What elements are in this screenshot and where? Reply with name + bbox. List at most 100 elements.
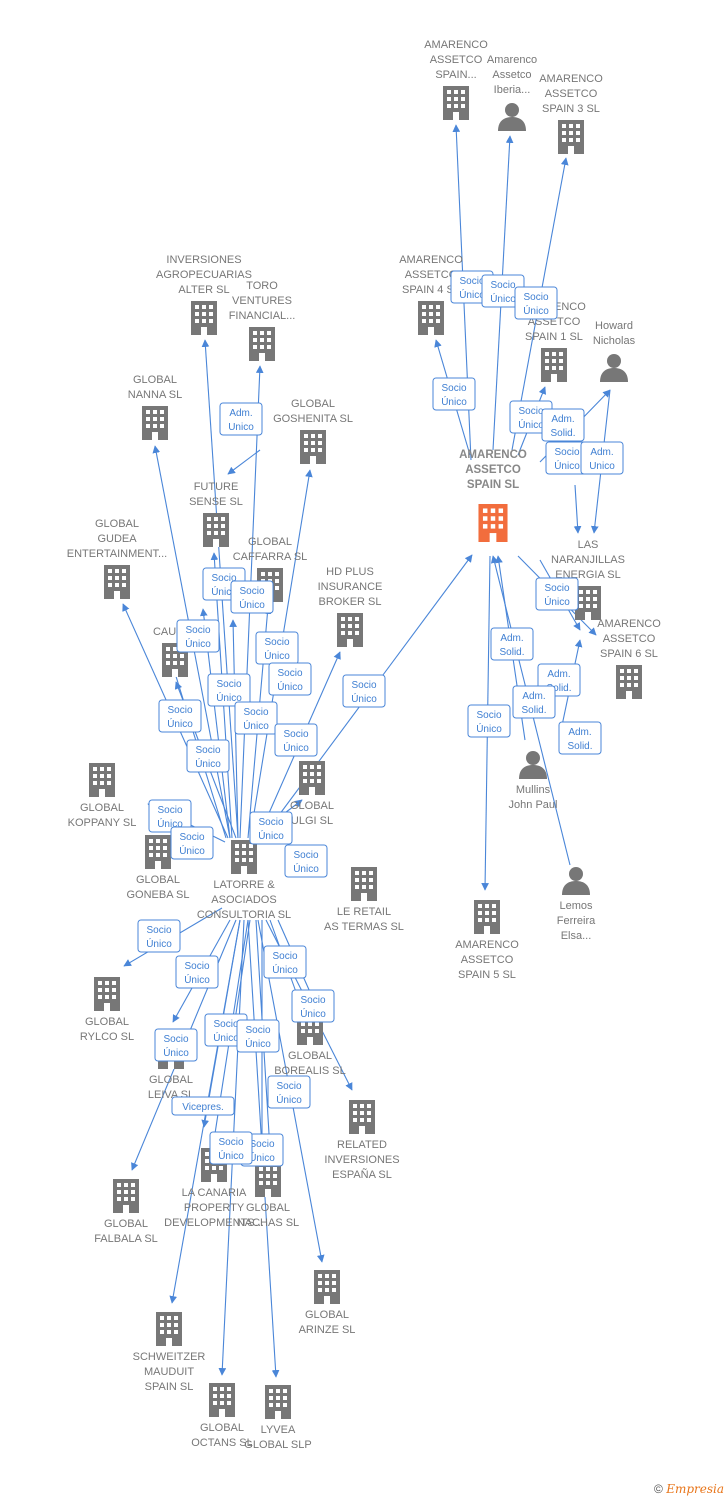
relation-edge (573, 484, 582, 534)
badge-text: Único (300, 1007, 326, 1020)
building-icon (113, 1179, 139, 1213)
badge-text: Adm. (522, 691, 545, 702)
node-label: GLOBAL (246, 1202, 290, 1214)
badge-text: Socio (243, 707, 268, 718)
badge-text: Socio (441, 383, 466, 394)
badge-text: Único (146, 937, 172, 950)
badge-text: Único (293, 862, 319, 875)
node-toro[interactable]: TOROVENTURESFINANCIAL... (229, 280, 296, 361)
node-label: FINANCIAL... (229, 310, 296, 322)
node-label: GLOBAL (288, 1050, 332, 1062)
node-gudea[interactable]: GLOBALGUDEAENTERTAINMENT... (67, 518, 167, 599)
building-icon (203, 513, 229, 547)
building-icon (104, 565, 130, 599)
node-label: SPAIN... (435, 69, 476, 81)
node-falbala[interactable]: GLOBAL FALBALA SL (94, 1179, 158, 1245)
badge-text: Adm. (500, 633, 523, 644)
node-label: GLOBAL (291, 398, 335, 410)
node-label: NARANJILLAS (551, 554, 625, 566)
badge-text: Vicepres. (182, 1102, 224, 1113)
node-label: GLOBAL (104, 1218, 148, 1230)
badge-text: Único (490, 292, 516, 305)
building-icon (299, 761, 325, 795)
badge-text: Único (218, 1149, 244, 1162)
badge-text: Único (185, 637, 211, 650)
badge-text: Único (258, 829, 284, 842)
node-label: OCTANS SL (191, 1437, 253, 1449)
badge-text: Socio (300, 995, 325, 1006)
badge-text: Adm. (551, 414, 574, 425)
node-label: FUTURE (194, 481, 239, 493)
building-icon (231, 840, 257, 874)
person-icon (562, 867, 590, 895)
badge-text: Único (544, 595, 570, 608)
badge-text: Socio (157, 805, 182, 816)
node-label: GLOBAL (305, 1309, 349, 1321)
footer-brand[interactable]: © Empresia (654, 1482, 724, 1496)
badge-text: Socio (459, 276, 484, 287)
role-badge-adm: Adm.Solid. (512, 685, 556, 719)
badge-text: Único (554, 459, 580, 472)
node-label: LA CANARIA (182, 1187, 247, 1199)
relation-edge (227, 449, 261, 475)
node-lacanaria[interactable]: LA CANARIAPROPERTYDEVELOPMENTS... (164, 1148, 264, 1229)
node-label: SPAIN SL (145, 1381, 194, 1393)
node-label: Lemos (559, 900, 593, 912)
node-label: GLOBAL (149, 1074, 193, 1086)
node-lemos[interactable]: LemosFerreiraElsa... (557, 867, 596, 942)
badge-text: Único (441, 395, 467, 408)
node-label: INVERSIONES (324, 1154, 399, 1166)
badge-text: Solid. (499, 647, 524, 658)
node-a_spain_top[interactable]: AMARENCOASSETCOSPAIN... (424, 39, 488, 120)
building-icon (337, 613, 363, 647)
node-label: ULGI SL (291, 815, 333, 827)
node-label: GLOBAL SLP (244, 1439, 311, 1451)
node-label: FALBALA SL (94, 1233, 158, 1245)
badge-text: Único (163, 1046, 189, 1059)
badge-text: Socio (518, 406, 543, 417)
node-goshenita[interactable]: GLOBAL GOSHENITA SL (273, 398, 353, 464)
node-label: GOSHENITA SL (273, 413, 353, 425)
node-label: CONSULTORIA SL (197, 909, 291, 921)
copyright-icon: © (654, 1482, 663, 1496)
badge-text: Adm. (547, 669, 570, 680)
node-label: PROPERTY (184, 1202, 245, 1214)
node-a_iberia[interactable]: AmarencoAssetcoIberia... (487, 54, 537, 131)
node-label: GLOBAL (248, 536, 292, 548)
node-label: AS TERMAS SL (324, 921, 404, 933)
badge-text: Único (216, 691, 242, 704)
node-label: ASSETCO (430, 54, 483, 66)
